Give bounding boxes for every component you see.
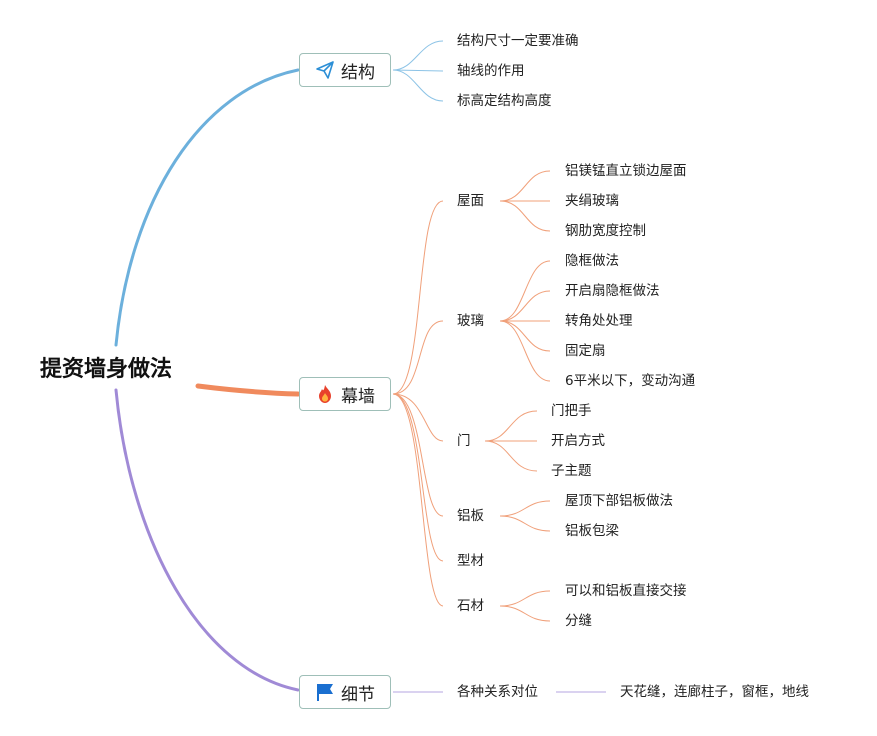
- group-stone[interactable]: 石材: [457, 598, 484, 614]
- edge-curtain-glass: [392, 320, 444, 395]
- group-aluminum-panel[interactable]: 铝板: [457, 508, 484, 524]
- edge-curtain-alum: [392, 393, 444, 517]
- leaf-roof-3[interactable]: 钢肋宽度控制: [565, 223, 646, 239]
- branch-structure[interactable]: 结构: [299, 53, 391, 87]
- leaf-detail-item[interactable]: 各种关系对位: [457, 684, 538, 700]
- group-door[interactable]: 门: [457, 433, 471, 449]
- branch-detail[interactable]: 细节: [299, 675, 391, 709]
- edge-structure-3: [392, 69, 444, 102]
- group-roof[interactable]: 屋面: [457, 193, 484, 209]
- edge-root-curtain: [195, 383, 301, 397]
- paper-plane-icon: [315, 60, 335, 80]
- leaf-roof-1[interactable]: 铝镁锰直立锁边屋面: [565, 163, 687, 179]
- flag-icon: [315, 682, 335, 702]
- branch-curtain[interactable]: 幕墙: [299, 377, 391, 411]
- leaf-structure-2[interactable]: 轴线的作用: [457, 63, 525, 79]
- edge-curtain-roof: [392, 200, 444, 395]
- branch-label: 结构: [341, 62, 375, 83]
- edge-structure-2: [392, 69, 444, 72]
- leaf-stone-1[interactable]: 可以和铝板直接交接: [565, 583, 687, 599]
- branch-label: 幕墙: [341, 386, 375, 407]
- leaf-glass-1[interactable]: 隐框做法: [565, 253, 619, 269]
- edge-curtain-door: [392, 393, 444, 442]
- leaf-structure-1[interactable]: 结构尺寸一定要准确: [457, 33, 579, 49]
- edge-curtain-profile: [392, 393, 444, 562]
- group-glass[interactable]: 玻璃: [457, 313, 484, 329]
- leaf-door-3[interactable]: 子主题: [551, 463, 592, 479]
- leaf-stone-2[interactable]: 分缝: [565, 613, 592, 629]
- leaf-glass-5[interactable]: 6平米以下，变动沟通: [565, 373, 696, 389]
- leaf-detail-sub[interactable]: 天花缝，连廊柱子，窗框，地线: [620, 684, 809, 700]
- branch-label: 细节: [341, 684, 375, 705]
- group-profile[interactable]: 型材: [457, 553, 484, 569]
- leaf-aluminum-1[interactable]: 屋顶下部铝板做法: [565, 493, 673, 509]
- edge-structure-1: [392, 40, 444, 71]
- leaf-structure-3[interactable]: 标高定结构高度: [457, 93, 552, 109]
- leaf-glass-2[interactable]: 开启扇隐框做法: [565, 283, 660, 299]
- edge-root-detail: [114, 388, 300, 692]
- leaf-roof-2[interactable]: 夹绢玻璃: [565, 193, 619, 209]
- leaf-glass-4[interactable]: 固定扇: [565, 343, 606, 359]
- fire-icon: [315, 384, 335, 404]
- edge-root-structure: [114, 68, 300, 347]
- leaf-door-1[interactable]: 门把手: [551, 403, 592, 419]
- root-topic[interactable]: 提资墙身做法: [40, 357, 173, 382]
- leaf-aluminum-2[interactable]: 铝板包梁: [565, 523, 619, 539]
- leaf-door-2[interactable]: 开启方式: [551, 433, 605, 449]
- leaf-glass-3[interactable]: 转角处处理: [565, 313, 633, 329]
- edge-curtain-stone: [392, 393, 444, 607]
